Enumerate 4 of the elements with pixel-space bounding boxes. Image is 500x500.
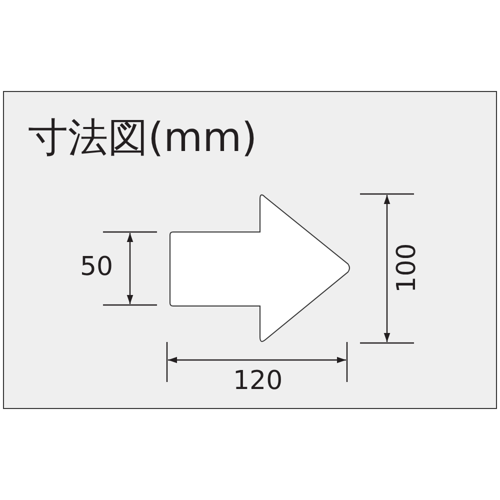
dimension-label: 100 [394, 243, 420, 293]
dimension-label: 120 [233, 368, 283, 394]
dimension-label: 50 [80, 254, 114, 280]
diagram-title: 寸法図(mm) [28, 118, 258, 158]
